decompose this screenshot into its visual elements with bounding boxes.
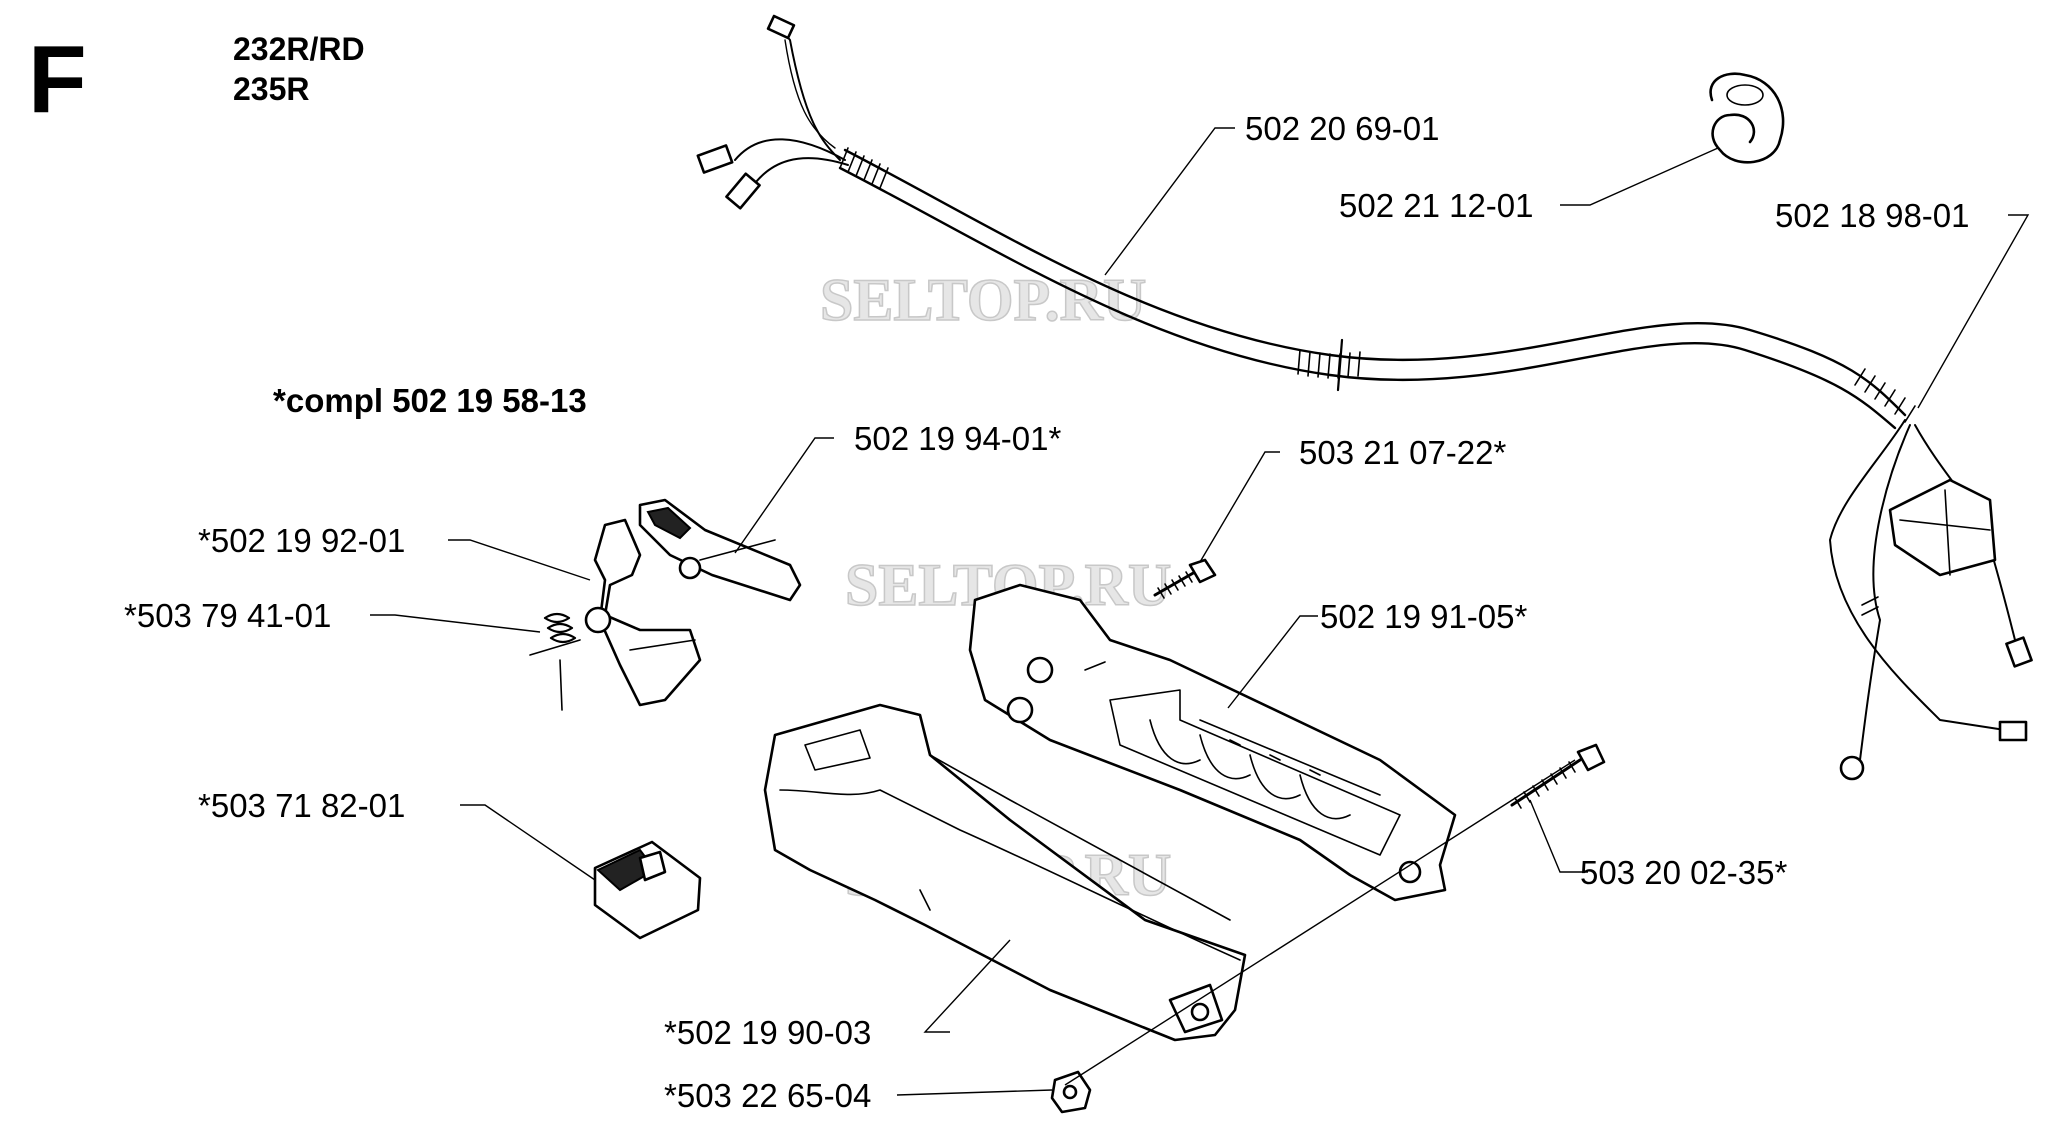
watermark: SELTOP.RU [845,552,1171,618]
part-label: 502 20 69-01 [1245,110,1440,147]
cable-harness-drawing [696,14,2033,781]
part-label: 502 18 98-01 [1775,197,1970,234]
part-label: 502 19 91-05* [1320,598,1528,635]
spring-drawing [529,612,581,711]
throttle-lockout-drawing [584,518,702,707]
part-label: 502 19 94-01* [854,420,1062,457]
stop-screw-drawing [1153,558,1217,599]
part-label: 503 20 02-35* [1580,854,1788,891]
handle-screw-drawing [1510,743,1606,809]
cable-clip-drawing [1709,72,1785,164]
kit-note: *compl 502 19 58-13 [273,382,587,419]
handle-left-half-drawing [763,703,1247,1042]
part-label: *503 79 41-01 [124,597,331,634]
throttle-lever-drawing [638,498,802,602]
model-name: 235R [233,71,310,107]
section-letter: F [28,26,87,133]
leader-lines [370,127,2030,1096]
model-name: 232R/RD [233,31,365,67]
part-label: *503 22 65-04 [664,1077,871,1114]
part-label: *502 19 92-01 [198,522,405,559]
part-label: *503 71 82-01 [198,787,405,824]
part-label: 502 21 12-01 [1339,187,1534,224]
stop-switch-drawing [593,840,702,940]
nut-drawing [1050,1070,1092,1114]
part-label: 503 21 07-22* [1299,434,1507,471]
watermark: SELTOP.RU [820,267,1146,333]
part-label: *502 19 90-03 [664,1014,871,1051]
